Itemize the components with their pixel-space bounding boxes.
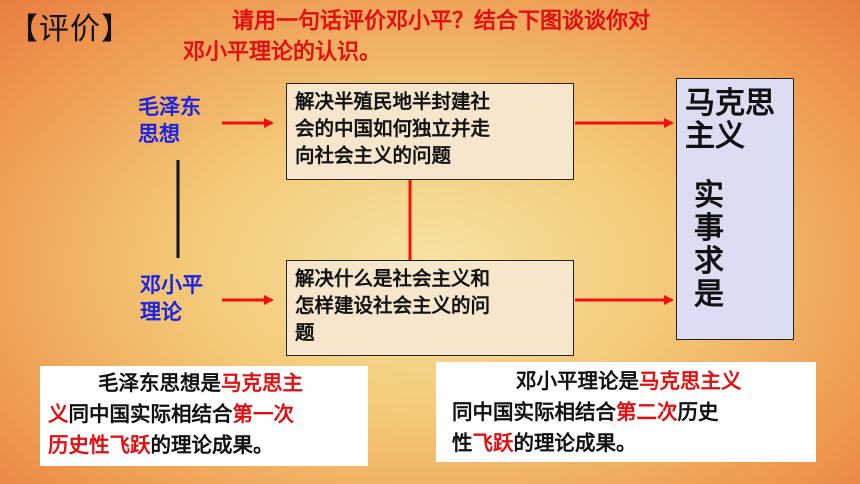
mao-label: 毛泽东 思想: [138, 95, 201, 146]
mao-problem-box: 解决半殖民地半封建社 会的中国如何独立并走 向社会主义的问题: [286, 83, 574, 180]
deng-problem-box: 解决什么是社会主义和 怎样建设社会主义的问 题: [286, 260, 574, 356]
deng-label: 邓小平 理论: [140, 273, 203, 324]
section-tag: 【评价】: [8, 12, 132, 47]
mao-summary-note: 毛泽东思想是马克思主 义同中国实际相结合第一次 历史性飞跃的理论成果。: [40, 366, 368, 466]
prompt-line-1: 请用一句话评价邓小平？结合下图谈谈你对: [232, 9, 651, 34]
deng-summary-note: 邓小平理论是马克思主义 同中国实际相结合第二次历史 性飞跃的理论成果。: [436, 362, 816, 462]
prompt-line-2: 邓小平理论的认识。: [183, 40, 382, 65]
marxism-box: 马克思 主义 实 事 求 是: [676, 78, 794, 340]
